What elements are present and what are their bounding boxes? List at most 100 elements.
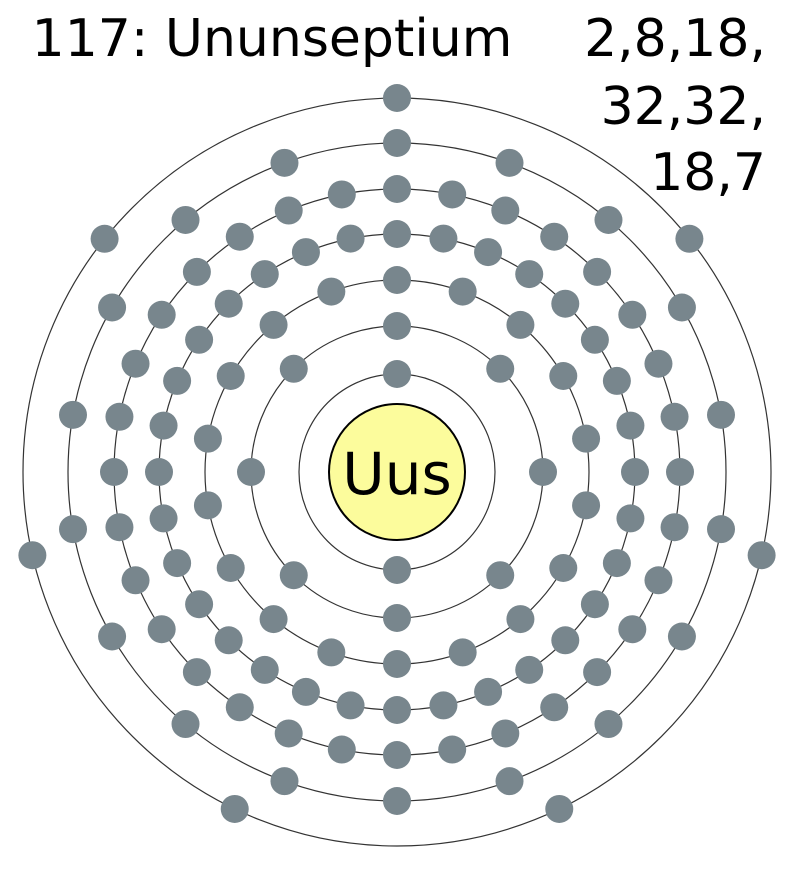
electron-M-4 [549,362,578,390]
electron-O-1 [383,175,411,203]
electron-O-29 [182,257,211,286]
electron-M-11 [317,638,346,667]
electron-K-2 [383,556,411,584]
electron-P-13 [98,622,127,651]
config-line-2: 32,32, [601,77,766,137]
electron-N-3 [474,238,503,267]
electron-M-3 [506,310,535,339]
electron-configuration: 2,8,18, 32,32, 18,7 [584,9,766,203]
electron-O-23 [121,566,150,595]
electron-N-5 [551,289,580,318]
electron-M-15 [193,424,222,453]
electron-N-28 [185,325,214,354]
nucleus [328,403,466,541]
electron-P-10 [383,787,411,815]
electron-O-28 [147,300,176,329]
electron-O-20 [225,693,254,722]
electron-O-32 [327,180,356,209]
electron-M-18 [317,277,346,306]
electron-O-18 [327,735,356,764]
electron-P-17 [171,205,200,234]
electron-M-14 [193,491,222,520]
electron-N-9 [621,458,649,486]
electron-O-21 [182,658,211,687]
electron-M-2 [448,277,477,306]
electron-Q-4 [545,794,574,823]
electron-O-4 [540,222,569,251]
electron-N-23 [163,549,192,578]
electron-O-12 [618,615,647,644]
electron-N-11 [602,549,631,578]
electron-P-11 [270,767,299,796]
electron-O-6 [618,300,647,329]
electron-M-16 [216,362,245,390]
electron-O-10 [660,513,689,542]
electron-Q-3 [747,541,776,570]
electron-L-1 [383,312,411,340]
electron-Q-1 [383,84,411,112]
electron-O-19 [274,719,303,748]
electron-M-9 [448,638,477,667]
electron-O-11 [644,566,673,595]
electron-L-3 [529,458,557,486]
electron-N-12 [580,590,609,619]
electron-N-27 [163,366,192,395]
electron-O-13 [583,658,612,687]
electrons [18,84,776,823]
electron-P-3 [594,205,623,234]
electron-N-32 [336,224,365,253]
electron-N-17 [383,696,411,724]
electron-O-31 [274,196,303,225]
electron-P-4 [667,293,696,322]
electron-O-27 [121,349,150,378]
electron-N-29 [214,289,243,318]
electron-O-8 [660,402,689,431]
config-line-3: 18,7 [650,143,766,203]
electron-Q-7 [90,224,119,253]
electron-Q-2 [675,224,704,253]
electron-P-6 [707,515,735,544]
electron-O-16 [438,735,467,764]
electron-N-4 [515,260,544,289]
electron-N-25 [145,458,173,486]
config-line-1: 2,8,18, [584,9,766,69]
electron-N-14 [515,655,544,684]
electron-P-8 [594,710,623,739]
electron-O-7 [644,349,673,378]
electron-O-5 [583,257,612,286]
electron-O-14 [540,693,569,722]
electron-N-8 [616,411,645,440]
electron-N-20 [250,655,279,684]
electron-P-7 [667,622,696,651]
electron-K-1 [383,360,411,388]
electron-M-13 [216,554,245,582]
electron-P-16 [98,293,127,322]
electron-O-3 [491,196,520,225]
electron-O-25 [100,458,128,486]
electron-O-22 [147,615,176,644]
electron-M-17 [259,310,288,339]
electron-O-2 [438,180,467,209]
electron-L-5 [383,604,411,632]
electron-P-15 [59,400,87,429]
element-title: 117: Ununseptium [32,9,513,69]
electron-O-26 [105,402,134,431]
electron-N-1 [383,220,411,248]
electron-P-14 [59,515,87,544]
electron-O-17 [383,741,411,769]
electron-P-9 [495,767,524,796]
electron-N-22 [185,590,214,619]
electron-Q-6 [18,541,47,570]
electron-L-7 [237,458,265,486]
electron-M-12 [259,605,288,634]
electron-P-1 [383,129,411,157]
electron-N-15 [474,677,503,706]
electron-Q-5 [220,794,249,823]
electron-N-19 [291,677,320,706]
electron-N-16 [429,691,458,720]
electron-O-24 [105,513,134,542]
electron-N-31 [291,238,320,267]
electron-N-21 [214,626,243,655]
electron-M-8 [506,605,535,634]
